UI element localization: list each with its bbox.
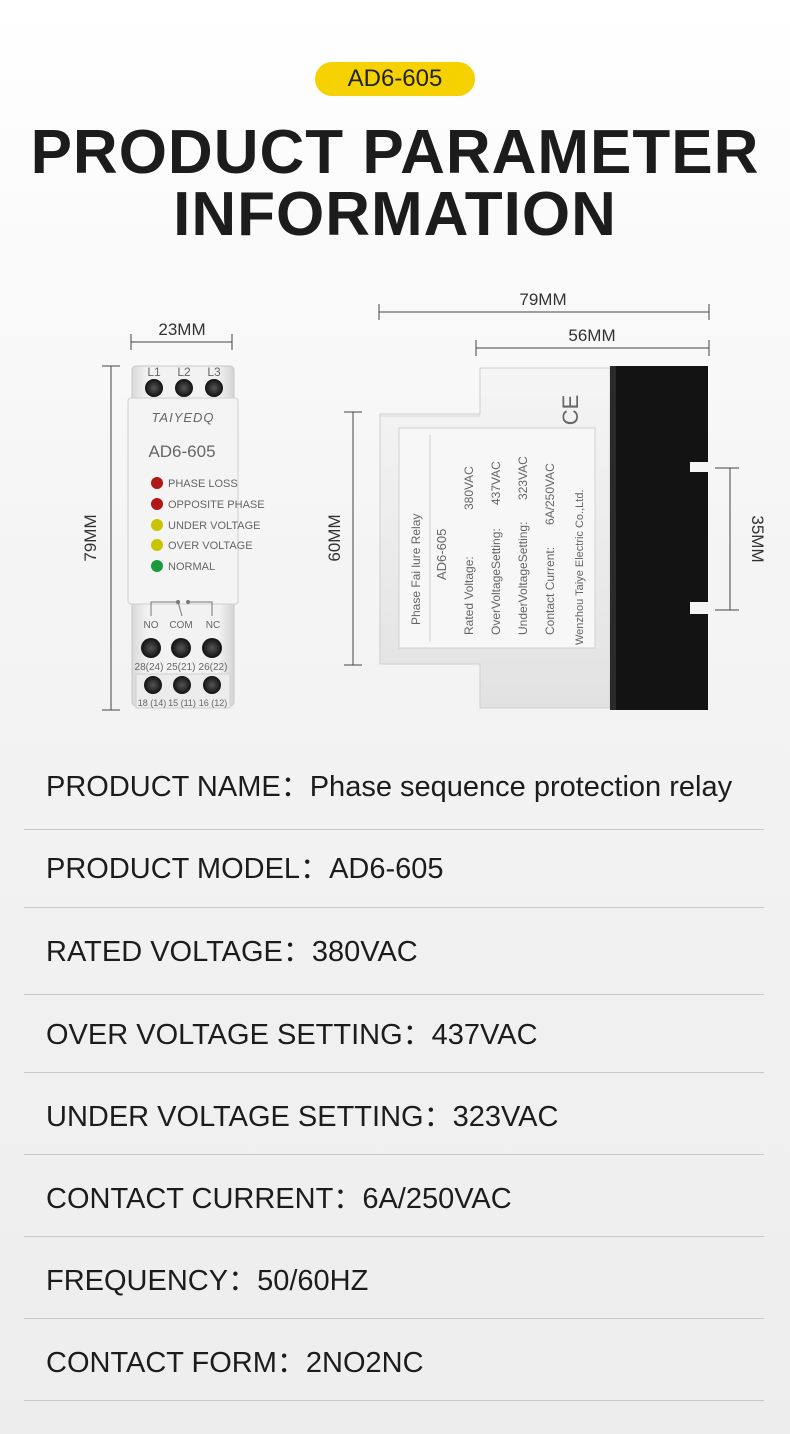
front-width-label: 23MM — [158, 320, 205, 339]
rail-height-dimension: 35MM — [715, 467, 767, 611]
param-value: Phase sequence protection relay — [309, 771, 733, 803]
front-height-label: 79MM — [81, 514, 100, 561]
param-value: 50/60HZ — [257, 1265, 369, 1297]
side-total-width-dimension: 79MM — [378, 290, 710, 320]
param-label: PRODUCT NAME： — [46, 771, 310, 803]
param-row-frequency: FREQUENCY：50/60HZ — [24, 1236, 764, 1319]
param-label: UNDER VOLTAGE SETTING： — [46, 1101, 453, 1133]
phase-loss-led — [151, 477, 163, 489]
rail-height-label: 35MM — [748, 515, 767, 562]
param-value: AD6-605 — [329, 853, 444, 885]
label-line: 437VAC — [489, 461, 503, 505]
contact-label: COM — [169, 620, 192, 631]
relay-side-view: CE Phase Fai lure Relay AD6-605 Rated Vo… — [379, 366, 708, 710]
param-label: CONTACT FORM： — [46, 1347, 306, 1379]
label-line: Contact Current: — [543, 547, 557, 635]
side-height-label: 60MM — [325, 514, 344, 561]
contact-label: NC — [206, 620, 220, 631]
indicator-label: PHASE LOSS — [168, 478, 238, 490]
label-line: 380VAC — [462, 466, 476, 510]
terminal-label-l2: L2 — [177, 365, 191, 379]
label-line: UnderVoltageSetting: — [516, 522, 530, 635]
param-label: FREQUENCY： — [46, 1265, 258, 1297]
indicator-label: OPPOSITE PHASE — [168, 499, 265, 511]
title-line-1: PRODUCT PARAMETER — [30, 118, 760, 187]
terminal-label-l3: L3 — [207, 365, 221, 379]
param-value: 6A/250VAC — [362, 1183, 512, 1215]
param-label: RATED VOLTAGE： — [46, 936, 312, 968]
param-value: 2NO2NC — [305, 1347, 424, 1379]
opposite-phase-led — [151, 498, 163, 510]
param-row-rated-voltage: RATED VOLTAGE：380VAC — [24, 907, 764, 995]
terminal-number: 28(24) — [135, 662, 164, 673]
param-row-contact-form: CONTACT FORM：2NO2NC — [24, 1318, 764, 1401]
label-line: Rated Voltage: — [462, 556, 476, 635]
front-height-dimension: 79MM — [81, 365, 120, 711]
label-line: OverVoltageSetting: — [489, 528, 503, 635]
brand-logo: TAIYEDQ — [151, 410, 214, 425]
device-model-label: AD6-605 — [148, 442, 215, 461]
terminal-number: 16 (12) — [199, 698, 228, 708]
front-width-dimension: 23MM — [130, 320, 233, 350]
model-badge: AD6-605 — [315, 62, 475, 96]
over-voltage-led — [151, 539, 163, 551]
terminal-number: 25(21) — [167, 662, 196, 673]
terminal-label-l1: L1 — [147, 365, 161, 379]
normal-led — [151, 560, 163, 572]
indicator-label: OVER VOLTAGE — [168, 540, 253, 552]
param-value: 437VAC — [431, 1019, 538, 1051]
terminal-number: 26(22) — [199, 662, 228, 673]
side-total-width-label: 79MM — [519, 290, 566, 309]
side-body-width-dimension: 56MM — [475, 326, 710, 356]
param-label: OVER VOLTAGE SETTING： — [46, 1019, 432, 1051]
terminal-number: 18 (14) — [138, 698, 167, 708]
side-height-dimension: 60MM — [325, 411, 362, 666]
param-row-contact-current: CONTACT CURRENT：6A/250VAC — [24, 1154, 764, 1237]
param-value: 323VAC — [452, 1101, 559, 1133]
contact-label: NO — [144, 620, 159, 631]
label-line: 323VAC — [516, 456, 530, 500]
label-line: AD6-605 — [434, 529, 449, 580]
indicator-leds: PHASE LOSS OPPOSITE PHASE UNDER VOLTAGE … — [151, 477, 265, 573]
title-line-2: INFORMATION — [173, 180, 617, 249]
product-dimension-diagram: 23MM 79MM L1 L2 L3 TAIYEDQ AD6-605 PHASE… — [81, 290, 767, 711]
param-row-over-voltage: OVER VOLTAGE SETTING：437VAC — [24, 994, 764, 1073]
param-value: 380VAC — [311, 936, 418, 968]
indicator-label: UNDER VOLTAGE — [168, 520, 261, 532]
ce-mark: CE — [558, 395, 583, 426]
indicator-label: NORMAL — [168, 561, 215, 573]
label-line: Wenzhou Taiye Electric Co.,Ltd. — [574, 489, 586, 645]
label-line: 6A/250VAC — [543, 463, 557, 525]
page-title: PRODUCT PARAMETER INFORMATION — [0, 122, 790, 246]
param-row-product-model: PRODUCT MODEL：AD6-605 — [24, 829, 764, 908]
top-terminals: L1 L2 L3 — [145, 365, 223, 397]
side-label-text: Phase Fai lure Relay AD6-605 Rated Volta… — [409, 456, 586, 645]
param-label: CONTACT CURRENT： — [46, 1183, 363, 1215]
relay-front-view: L1 L2 L3 TAIYEDQ AD6-605 PHASE LOSS OPPO… — [127, 365, 265, 709]
param-row-under-voltage: UNDER VOLTAGE SETTING：323VAC — [24, 1072, 764, 1155]
side-body-width-label: 56MM — [568, 326, 615, 345]
label-line: Phase Fai lure Relay — [409, 514, 423, 625]
param-label: PRODUCT MODEL： — [46, 853, 330, 885]
terminal-number: 15 (11) — [168, 698, 196, 708]
param-row-product-name: PRODUCT NAME：Phase sequence protection r… — [24, 748, 764, 830]
under-voltage-led — [151, 519, 163, 531]
contact-schematic — [150, 600, 213, 617]
